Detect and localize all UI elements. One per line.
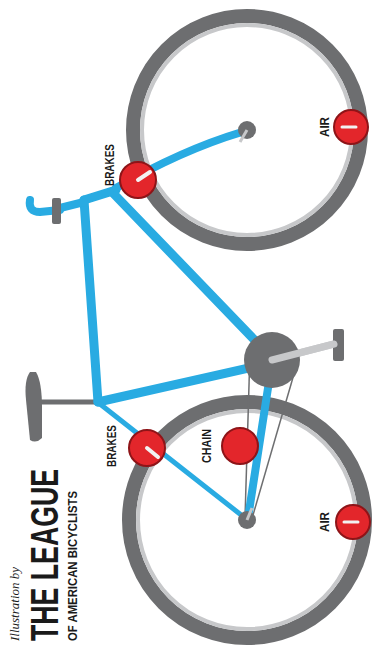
part-label: AIR (319, 117, 331, 137)
marker-dot (120, 162, 156, 198)
axle (240, 130, 247, 142)
axle (247, 508, 252, 520)
marker-dot (334, 110, 368, 144)
credit-title: THE LEAGUE (26, 469, 64, 641)
part-label: AIR (319, 512, 331, 532)
stem (60, 202, 84, 208)
brake-marker (129, 430, 165, 466)
marker-tick (147, 448, 158, 457)
seat-tube (98, 364, 266, 402)
part-label: BRAKES (104, 144, 116, 186)
seat-stay (100, 404, 245, 518)
credit-subtitle: OF AMERICAN BICYCLISTS (66, 491, 79, 641)
marker-dot (336, 505, 370, 539)
crank-arm (272, 344, 334, 360)
rear-wheel (129, 402, 365, 638)
air-marker (336, 505, 370, 539)
tire (133, 16, 361, 244)
brake-lever (52, 198, 61, 224)
rim (142, 25, 352, 235)
marker-tick (138, 172, 150, 180)
frame (30, 132, 272, 518)
credit-note: Illustration by (8, 567, 21, 641)
front-wheel (133, 16, 361, 244)
saddle (26, 372, 43, 442)
air-marker (334, 110, 368, 144)
rim (138, 411, 356, 629)
seat-post (38, 400, 98, 405)
tire (129, 402, 365, 638)
part-label: CHAIN (201, 429, 213, 463)
marker-dot (222, 428, 258, 464)
chain-marker (222, 428, 258, 464)
marker-tick (344, 521, 358, 524)
brake-marker (120, 162, 156, 198)
part-label: BRAKES (106, 425, 118, 467)
down-tube (112, 192, 270, 356)
marker-tick (342, 126, 356, 129)
top-tube (84, 200, 98, 402)
marker-dot (129, 430, 165, 466)
